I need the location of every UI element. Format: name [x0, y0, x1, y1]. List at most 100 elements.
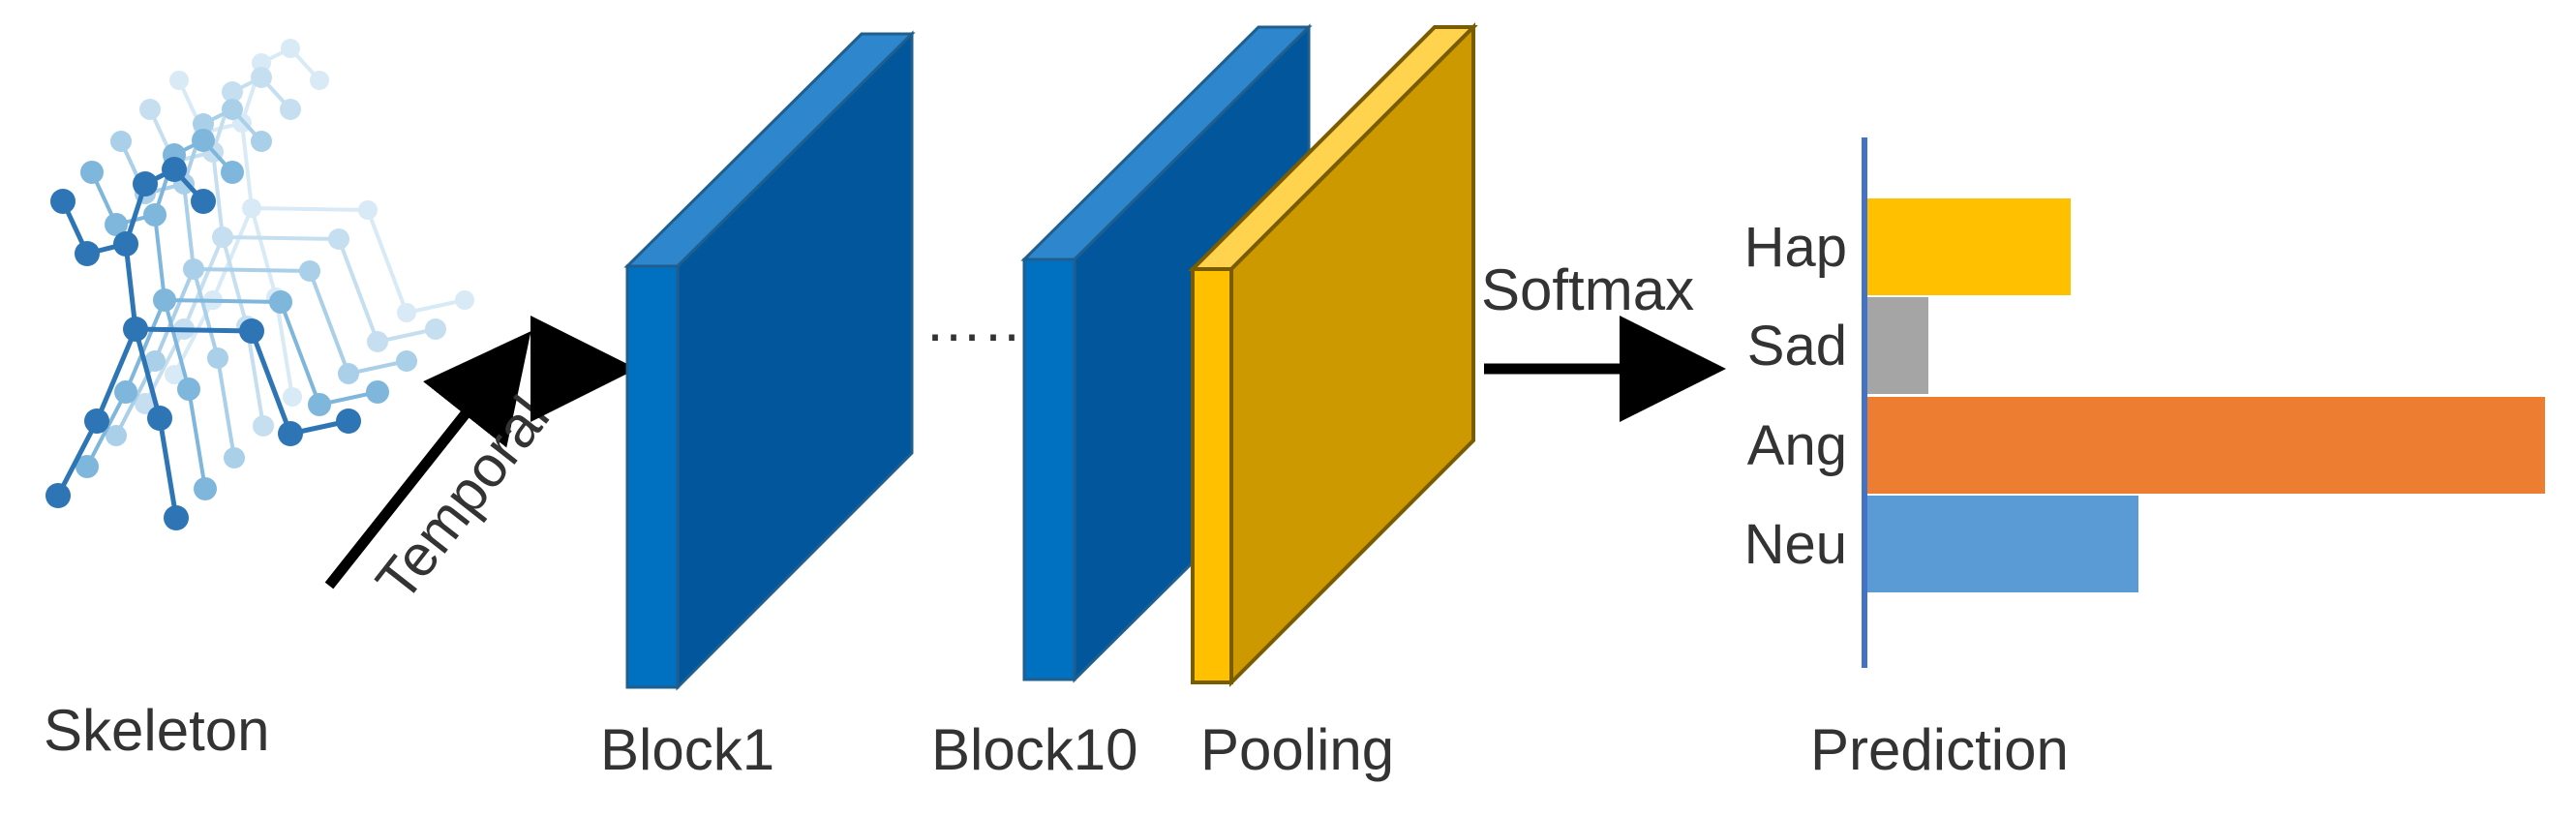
skeleton-joint — [224, 447, 245, 468]
block10-caption: Block10 — [931, 717, 1137, 782]
category-label-sad: Sad — [1747, 315, 1847, 378]
skeleton-joint — [76, 455, 99, 478]
skeleton-caption: Skeleton — [44, 698, 270, 763]
skeleton-frame-5 — [45, 157, 361, 530]
skeleton-joint — [242, 198, 261, 218]
skeleton-joint — [106, 425, 127, 446]
block1-cuboid — [623, 30, 916, 691]
skeleton-joint — [221, 161, 244, 184]
skeleton-joint — [251, 131, 272, 152]
skeleton-bone — [211, 207, 254, 301]
skeleton-joint — [153, 288, 176, 312]
skeleton-joint — [278, 421, 303, 446]
skeleton-frame-1 — [165, 39, 474, 407]
skeleton-bone — [157, 417, 179, 519]
skeleton-joint — [80, 161, 104, 184]
skeleton-joint — [194, 477, 217, 500]
skeleton-joint — [105, 213, 128, 236]
skeleton-joint — [396, 350, 417, 372]
skeleton-joint — [397, 303, 416, 322]
skeleton-joint — [239, 318, 264, 344]
skeleton-joint — [191, 189, 216, 214]
skeleton-joint — [133, 171, 158, 196]
bar-ang — [1867, 397, 2545, 494]
skeleton-joint — [252, 53, 271, 73]
bar-hap — [1867, 198, 2071, 295]
skeleton-bone — [366, 209, 409, 314]
skeleton-bone — [337, 238, 379, 343]
skeleton-joint — [84, 408, 109, 434]
skeleton-joint — [281, 39, 300, 58]
skeleton-joint — [192, 129, 215, 152]
skeleton-bone — [406, 298, 466, 315]
skeleton-bone — [251, 206, 369, 212]
bar-neu — [1867, 496, 2138, 592]
skeleton-bone — [133, 328, 163, 419]
skeleton-joint — [283, 387, 302, 407]
skeleton-bone — [182, 183, 196, 270]
bar-sad — [1867, 297, 1928, 394]
skeleton-bone — [192, 268, 220, 359]
skeleton-joint — [113, 231, 138, 257]
skeleton-joint — [45, 483, 71, 508]
skeleton-bone — [94, 328, 138, 422]
skeleton-joint — [183, 258, 204, 280]
skeleton-joint — [425, 318, 446, 340]
skeleton-joint — [75, 241, 100, 266]
skeleton-bone — [124, 299, 167, 393]
skeleton-joint — [143, 203, 167, 227]
skeleton-bone — [164, 298, 282, 304]
skeleton-bone — [308, 270, 350, 375]
skeleton-bone — [55, 419, 100, 498]
skeleton-bone — [216, 357, 236, 459]
pooling-front-face — [1191, 267, 1233, 684]
block1-front-face — [625, 264, 680, 689]
skeleton-joint — [164, 505, 189, 530]
skeleton-joint — [336, 408, 361, 434]
skeleton-bone — [153, 214, 167, 301]
skeleton-bone — [249, 330, 293, 435]
skeleton-bone — [182, 236, 225, 330]
skeleton-joint — [280, 99, 301, 120]
skeleton-joint — [338, 363, 359, 384]
pooling-caption: Pooling — [1200, 717, 1394, 782]
skeleton-bone — [187, 388, 207, 490]
skeleton-joint — [114, 380, 137, 404]
skeleton-joint — [455, 290, 474, 310]
ellipsis-text: …… — [924, 288, 1041, 353]
skeleton-joint — [144, 350, 166, 372]
skeleton-joint — [269, 290, 292, 314]
skeleton-bone — [153, 268, 196, 362]
prediction-caption: Prediction — [1810, 717, 2069, 782]
skeleton-joint — [222, 99, 243, 120]
category-label-hap: Hap — [1744, 216, 1847, 279]
skeleton-joint — [147, 406, 172, 431]
skeleton-joint — [358, 200, 378, 220]
skeleton-bone — [123, 243, 138, 330]
skeleton-joint — [310, 71, 329, 90]
category-label-neu: Neu — [1744, 513, 1847, 576]
skeleton-joint — [139, 99, 161, 120]
skeleton-joint — [135, 393, 156, 414]
skeleton-joint — [367, 331, 388, 352]
skeleton-bone — [222, 235, 340, 241]
skeleton-bone — [274, 296, 294, 398]
skeleton-illustration — [45, 39, 474, 530]
skeleton-joint — [328, 228, 349, 250]
skeleton-bone — [135, 326, 253, 334]
skeleton-joint — [123, 317, 148, 342]
skeleton-joint — [212, 227, 233, 248]
block1-caption: Block1 — [600, 717, 774, 782]
block10-front-face — [1022, 257, 1076, 681]
skeleton-bone — [211, 151, 225, 238]
temporal-arrow — [324, 331, 531, 589]
skeleton-joint — [222, 81, 243, 103]
skeleton-joint — [251, 67, 272, 88]
skeleton-bone — [250, 207, 278, 298]
softmax-label: Softmax — [1481, 257, 1694, 322]
skeleton-joint — [169, 71, 189, 90]
skeleton-bone — [240, 122, 254, 209]
